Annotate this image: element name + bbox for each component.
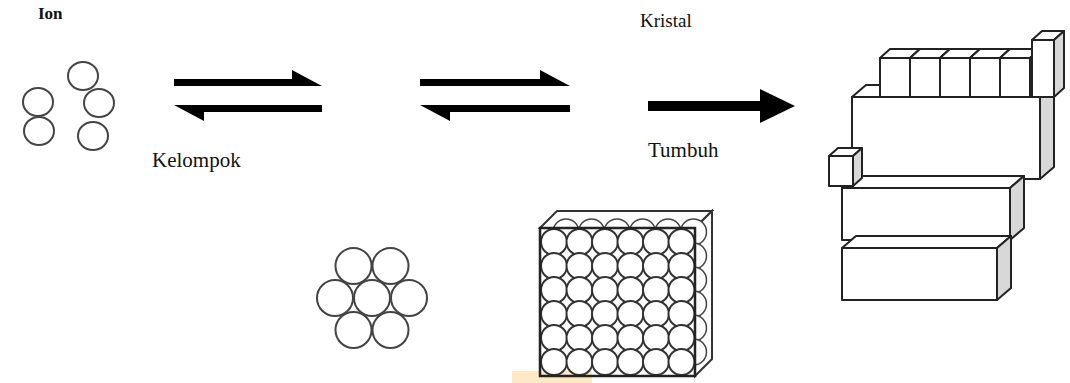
sphere (669, 229, 695, 255)
label-box: Tumbuh (648, 138, 718, 163)
sphere (567, 349, 593, 375)
block-front (852, 97, 1040, 179)
sphere (669, 349, 695, 375)
sphere (618, 349, 644, 375)
sphere (541, 277, 567, 303)
block-front (940, 58, 970, 97)
label-box: Kelompok (152, 148, 241, 173)
sphere (541, 349, 567, 375)
equilibrium-arrow (174, 70, 570, 121)
ion-circle (336, 312, 372, 348)
sphere (669, 253, 695, 279)
label-box: Ion (38, 4, 63, 24)
sphere (567, 301, 593, 327)
cube-front (540, 228, 695, 376)
block-side (1054, 31, 1064, 97)
sphere (567, 277, 593, 303)
stage-label: Kelompok (152, 148, 241, 172)
block-front (880, 58, 910, 97)
sphere (669, 325, 695, 351)
sphere (567, 229, 593, 255)
block-side (997, 236, 1011, 300)
sphere (567, 253, 593, 279)
sphere (618, 301, 644, 327)
sphere (618, 253, 644, 279)
sphere (592, 301, 618, 327)
crystal-blocks (829, 31, 1064, 300)
sphere (541, 301, 567, 327)
block-front (970, 58, 1000, 97)
sphere (592, 349, 618, 375)
sphere (669, 301, 695, 327)
block-front (842, 188, 1010, 240)
packed-cube (540, 211, 712, 376)
sphere (643, 253, 669, 279)
growth-arrow (648, 89, 795, 123)
ion-circle (317, 280, 353, 316)
stage-label: Ion (38, 4, 63, 23)
sphere (643, 229, 669, 255)
sphere (541, 229, 567, 255)
block-front (829, 156, 853, 186)
sphere (669, 277, 695, 303)
sphere (618, 277, 644, 303)
sphere (592, 253, 618, 279)
sphere (643, 277, 669, 303)
block-top (842, 176, 1024, 188)
block-front (842, 248, 997, 300)
ion-circles (23, 62, 114, 150)
sphere (643, 349, 669, 375)
block-side (853, 148, 862, 186)
block-top (842, 236, 1011, 248)
block-front (910, 58, 940, 97)
sphere (643, 325, 669, 351)
block-front (1000, 58, 1030, 97)
sphere (643, 301, 669, 327)
ion-circle (336, 248, 372, 284)
sphere (592, 325, 618, 351)
ion-circle (391, 280, 427, 316)
stage-label: Tumbuh (648, 138, 718, 162)
block-front (1032, 40, 1054, 97)
sphere (541, 325, 567, 351)
sphere (592, 229, 618, 255)
sphere (618, 229, 644, 255)
block-side (1040, 85, 1054, 179)
label-box: Kristal (640, 10, 692, 32)
ion-cluster (317, 248, 427, 348)
sphere (592, 277, 618, 303)
block-side (1010, 176, 1024, 240)
sphere (618, 325, 644, 351)
ion-circle (373, 248, 409, 284)
sphere (567, 325, 593, 351)
stage-label: Kristal (640, 10, 692, 31)
ion-circle (354, 280, 390, 316)
sphere (541, 253, 567, 279)
ion-circle (373, 312, 409, 348)
